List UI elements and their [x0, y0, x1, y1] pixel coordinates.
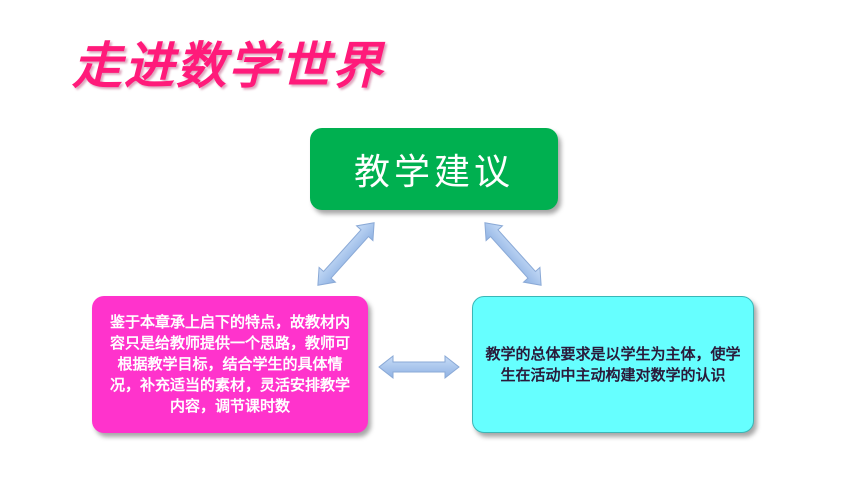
node-teaching-suggestion: 教学建议 [310, 128, 558, 210]
node-student-centered-text: 教学的总体要求是以学生为主体，使学生在活动中主动构建对数学的认识 [485, 344, 741, 384]
page-title: 走进数学世界 [72, 37, 384, 95]
double-arrow-horizontal-icon [378, 354, 460, 380]
node-student-centered: 教学的总体要求是以学生为主体，使学生在活动中主动构建对数学的认识 [472, 296, 754, 433]
node-content-arrangement: 鉴于本章承上启下的特点，故教材内容只是给教师提供一个思路，教师可根据教学目标，结… [92, 296, 368, 433]
double-arrow-top-left-icon [317, 222, 375, 286]
node-teaching-suggestion-label: 教学建议 [353, 152, 514, 193]
node-content-arrangement-text: 鉴于本章承上启下的特点，故教材内容只是给教师提供一个思路，教师可根据教学目标，结… [109, 313, 350, 415]
double-arrow-top-right-icon [484, 222, 542, 286]
